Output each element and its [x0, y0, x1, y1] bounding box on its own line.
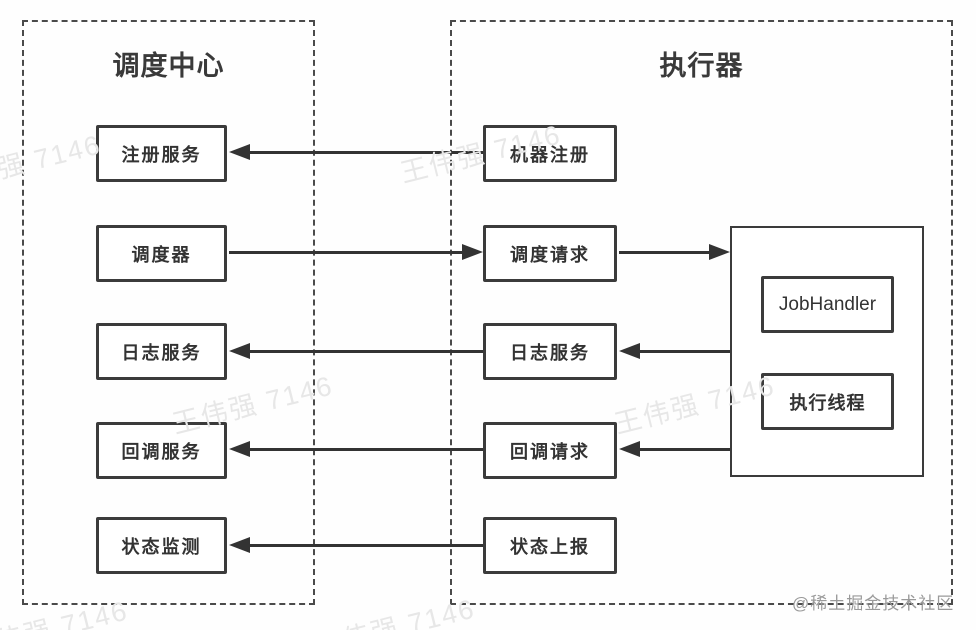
arrowhead-left-icon	[619, 441, 640, 457]
arrow-status-report-to-status-monitor	[229, 537, 483, 553]
arrow-shaft	[636, 447, 730, 451]
arrowhead-left-icon	[229, 441, 250, 457]
arrow-shaft	[636, 349, 730, 353]
arrowhead-left-icon	[229, 343, 250, 359]
arrowhead-left-icon	[619, 343, 640, 359]
arrow-shaft	[246, 543, 483, 547]
scheduler-panel: 调度中心	[22, 20, 315, 605]
arrow-shaft	[619, 250, 713, 254]
arrow-machine-register-to-register-service	[229, 144, 483, 160]
arrowhead-left-icon	[229, 537, 250, 553]
node-schedule-request: 调度请求	[483, 225, 617, 282]
arrow-shaft	[229, 250, 466, 254]
node-jobhandler: JobHandler	[761, 276, 894, 333]
executor-runtime-container	[730, 226, 924, 477]
arrow-runtime-to-log-service	[619, 343, 730, 359]
arrowhead-left-icon	[229, 144, 250, 160]
node-machine-register: 机器注册	[483, 125, 617, 182]
arrow-shaft	[246, 349, 483, 353]
node-callback-request: 回调请求	[483, 422, 617, 479]
node-scheduler: 调度器	[96, 225, 227, 282]
arrow-shaft	[246, 150, 483, 154]
arrowhead-right-icon	[462, 244, 483, 260]
arrow-scheduler-to-schedule-request	[229, 244, 483, 260]
arrow-callback-request-to-callback-service	[229, 441, 483, 457]
node-log-service-center: 日志服务	[96, 323, 227, 380]
executor-panel: 执行器	[450, 20, 953, 605]
node-execute-thread: 执行线程	[761, 373, 894, 430]
arrow-schedule-request-to-runtime	[619, 244, 730, 260]
arrow-shaft	[246, 447, 483, 451]
node-status-monitor: 状态监测	[96, 517, 227, 574]
arrowhead-right-icon	[709, 244, 730, 260]
node-callback-service: 回调服务	[96, 422, 227, 479]
node-register-service: 注册服务	[96, 125, 227, 182]
arrow-runtime-to-callback-request	[619, 441, 730, 457]
executor-panel-title: 执行器	[659, 51, 744, 81]
arrow-log-executor-to-log-center	[229, 343, 483, 359]
scheduler-panel-title: 调度中心	[112, 51, 225, 81]
node-log-service-executor: 日志服务	[483, 323, 617, 380]
node-status-report: 状态上报	[483, 517, 617, 574]
